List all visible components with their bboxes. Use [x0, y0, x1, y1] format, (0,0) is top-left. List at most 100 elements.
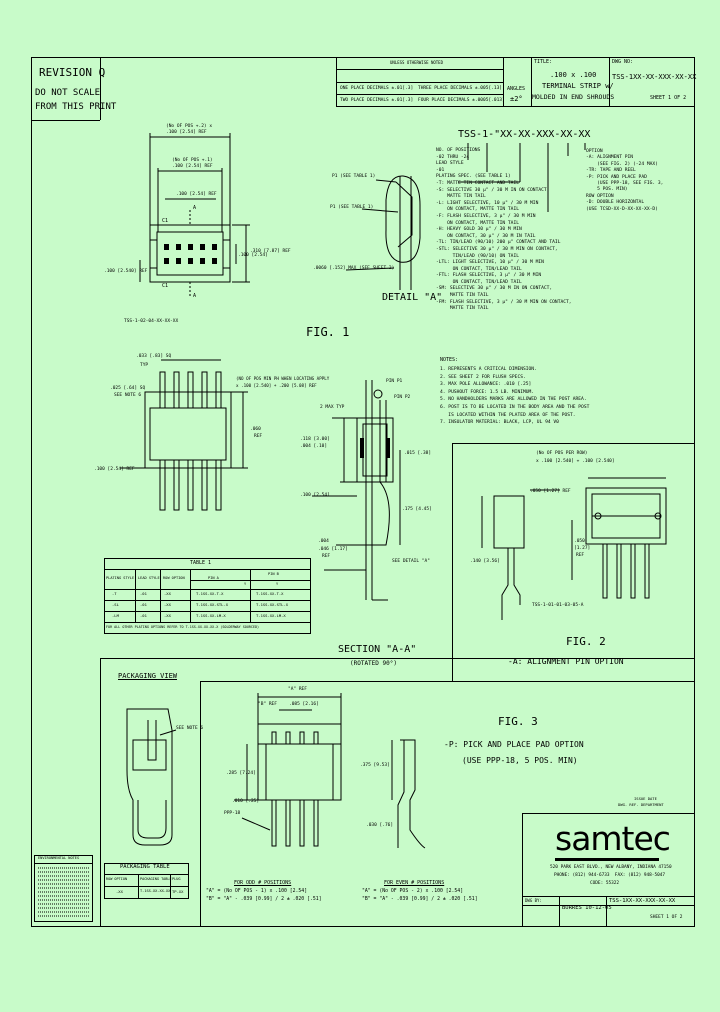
table1-title: TABLE 1	[190, 560, 212, 566]
side-dim-8: REF	[254, 434, 263, 439]
company-phone: PHONE: (812) 944-6733 FAX: (812) 948-504…	[554, 873, 666, 878]
packaging-note: SEE NOTE 6	[176, 726, 204, 731]
sheet-number: SHEET 1 OF 2	[650, 95, 687, 101]
fig2-dim-4: .140 [3.56]	[470, 559, 500, 564]
table1-cell: -XX	[164, 613, 171, 618]
plating-option-line: -T: MATTE TIN CONTACT AND TAIL	[436, 180, 519, 186]
packaging-cell-plug: TP-XX	[172, 889, 184, 894]
fig2-label: FIG. 2	[566, 635, 606, 648]
plating-option-line: PLATING SPEC. (SEE TABLE 1)	[436, 174, 511, 180]
fig1-dim-overall-ref: .100 [2.54] REF	[166, 130, 207, 135]
dwg-number: TSS-1XX-XX-XXX-XX-XX	[612, 73, 697, 81]
environmental-stamp-title: ENVIRONMENTAL NOTES	[38, 856, 80, 860]
plating-option-line: ON CONTACT, TIN/LEAD TAIL	[436, 266, 522, 272]
table1-header-plating: PLATING STYLE	[106, 576, 135, 580]
plating-option-line: -02 THRU -24	[436, 154, 470, 160]
fig2-dim-6: [1.27]	[574, 546, 591, 551]
signoff-dwg-number: TSS-1XX-XX-XXX-XX-XX	[609, 898, 676, 904]
section-dim-4: .015 [.38]	[404, 451, 432, 456]
plating-option-line: MATTE TIN TAIL	[436, 194, 486, 200]
section-dim-6: .100 [2.54]	[300, 493, 330, 498]
section-pin-p1: PIN P1	[386, 379, 403, 384]
angles-label: ANGLES	[507, 86, 526, 92]
fig1-label: FIG. 1	[306, 325, 350, 339]
tolerance-two-place: TWO PLACE DECIMALS ±.01[.3]	[340, 98, 414, 103]
section-pin-p2: PIN P2	[394, 395, 411, 400]
tolerance-one-place: ONE PLACE DECIMALS ±.01[.3]	[340, 86, 414, 91]
fig1-part-ref: TSS-1-02-04-XX-XX-XX	[124, 319, 179, 324]
side-dim-7: .060	[250, 427, 261, 432]
plating-option-line: ON CONTACT, TIN/LEAD TAIL	[436, 279, 522, 285]
tolerance-four-place: FOUR PLACE DECIMALS ±.0005[.013]	[418, 98, 505, 103]
table1-header-row: ROW OPTION	[163, 576, 185, 580]
fig2-caption: -A: ALIGNMENT PIN OPTION	[508, 657, 624, 666]
fig3-odd-line-2: "B" = "A" - .039 [0.99] / 2 ± .020 [.51]	[206, 897, 322, 902]
table1-cell: -XX	[164, 591, 171, 596]
plating-option-line: ON CONTACT, MATTE TIN TAIL	[436, 220, 519, 226]
do-not-scale-line2: FROM THIS PRINT	[35, 102, 117, 112]
table1-cell: T-1SS-XX-STL-X	[256, 602, 289, 607]
fig1-dim-row: .100 [2.540] REF	[104, 269, 148, 274]
fig3-even-line-1: "A" = (No OF POS - 2) x .100 [2.54]	[362, 889, 464, 894]
do-not-scale-line1: DO NOT SCALE	[35, 88, 101, 98]
fig3-dim-a: "A" REF	[288, 687, 307, 692]
plating-option-line: MATTE TIN TAIL	[436, 293, 489, 299]
note-line: 7. INSULATOR MATERIAL: BLACK, LCP, UL 94…	[440, 420, 559, 426]
plating-option-line: ON CONTACT, 30 µ" / 30 M IN TAIL	[436, 233, 536, 239]
fig1-c1-bottom: C1	[162, 283, 169, 289]
option-line: -TR: TAPE AND REEL	[586, 168, 636, 174]
note-line: 4. PUSHOUT FORCE: 1.5 LB. MINIMUM.	[440, 389, 535, 395]
plating-option-line: -01	[436, 167, 445, 173]
fig1-section-a-top: A	[193, 205, 197, 211]
samtec-logo: samtec	[555, 819, 671, 858]
release-stamp-1: ISSUE DATE	[634, 796, 657, 801]
table1-cell: T-1SS-XX-T-X	[256, 591, 284, 596]
side-dim-1: .033 [.83] SQ	[136, 354, 172, 359]
plating-option-line: -SM: SELECTIVE 30 µ" / 30 M IN ON CONTAC…	[436, 286, 553, 292]
table1-header-pin-b: PIN B	[268, 572, 279, 576]
title-line-2: TERMINAL STRIP w/	[542, 82, 614, 90]
note-line: 6. POST IS TO BE LOCATED IN THE BODY ARE…	[440, 404, 590, 410]
table1-cell: -LM	[112, 613, 119, 618]
plating-option-line: LEAD STYLE	[436, 161, 464, 167]
fig2-part-ref: TSS-1-01-01-03-05-A	[532, 603, 584, 608]
option-line: -D: DOUBLE HORIZONTAL	[586, 200, 645, 206]
table1-cell: T-1SS-XX-STL-X	[196, 602, 229, 607]
section-dim-3: .004 [.10]	[300, 444, 328, 449]
fig1-dim-inner-ref: .100 [2.54] REF	[172, 164, 213, 169]
side-dim-4: SEE NOTE 6	[114, 393, 142, 398]
tolerance-three-place: THREE PLACE DECIMALS ±.005[.13]	[418, 86, 502, 91]
plating-option-line: -S: SELECTIVE 30 µ" / 30 M IN ON CONTACT…	[436, 187, 550, 193]
side-dim-6: x .100 [2.540] + .200 [5.08] REF	[236, 383, 317, 388]
detail-a-note-2: P1 (SEE TABLE 1)	[330, 205, 374, 210]
fig2-dim-5: .050	[574, 539, 585, 544]
section-dim-7: .004	[318, 539, 329, 544]
fig3-pad-ref: PPP-18	[224, 811, 241, 816]
fig3-odd-title: FOR ODD # POSITIONS	[234, 880, 292, 886]
signoff-sheet: SHEET 1 OF 2	[650, 915, 683, 920]
plating-option-line: -STL: SELECTIVE 30 µ" / 30 M MIN ON CONT…	[436, 246, 558, 252]
packaging-header-plug: PLUG	[172, 877, 181, 881]
section-sublabel: (ROTATED 90°)	[350, 660, 397, 667]
table1-cell: -T	[112, 591, 117, 596]
note-line: IS LOCATED WITHIN THE PLATED AREA OF THE…	[440, 412, 576, 418]
notes-list: 1. REPRESENTS A CRITICAL DIMENSION.2. SE…	[440, 366, 589, 427]
section-label: SECTION "A-A"	[338, 644, 417, 655]
plating-option-line: ON CONTACT, MATTE TIN TAIL	[436, 207, 519, 213]
fig2-dim-1: (No OF POS PER ROW)	[536, 451, 588, 456]
tolerance-header: UNLESS OTHERWISE NOTED	[390, 60, 443, 65]
fig3-even-line-2: "B" = "A" - .039 [0.99] / 2 ± .020 [.51]	[362, 897, 478, 902]
notes-title: NOTES:	[440, 357, 459, 363]
fig3-dim-4: .285 [7.24]	[226, 771, 256, 776]
note-line: 1. REPRESENTS A CRITICAL DIMENSION.	[440, 367, 537, 372]
table1-cell: T-1SS-XX-T-X	[196, 591, 224, 596]
plating-option-line: -H: HEAVY GOLD 30 µ" / 30 M MIN	[436, 227, 522, 233]
option-line: (USE TCSD-XX-D-XX-XX-XX-D)	[586, 206, 658, 212]
plating-option-line: -F: FLASH SELECTIVE, 3 µ" / 30 M MIN	[436, 213, 536, 219]
option-line: (SEE FIG. 2) (-24 MAX)	[586, 161, 658, 167]
plating-option-line: -L: LIGHT SELECTIVE, 10 µ" / 30 M MIN	[436, 200, 539, 206]
side-dim-5: (NO OF POS MIN PH WHEN LOCATING APPLY	[236, 376, 330, 381]
packaging-cell-row: -XX	[116, 889, 123, 894]
